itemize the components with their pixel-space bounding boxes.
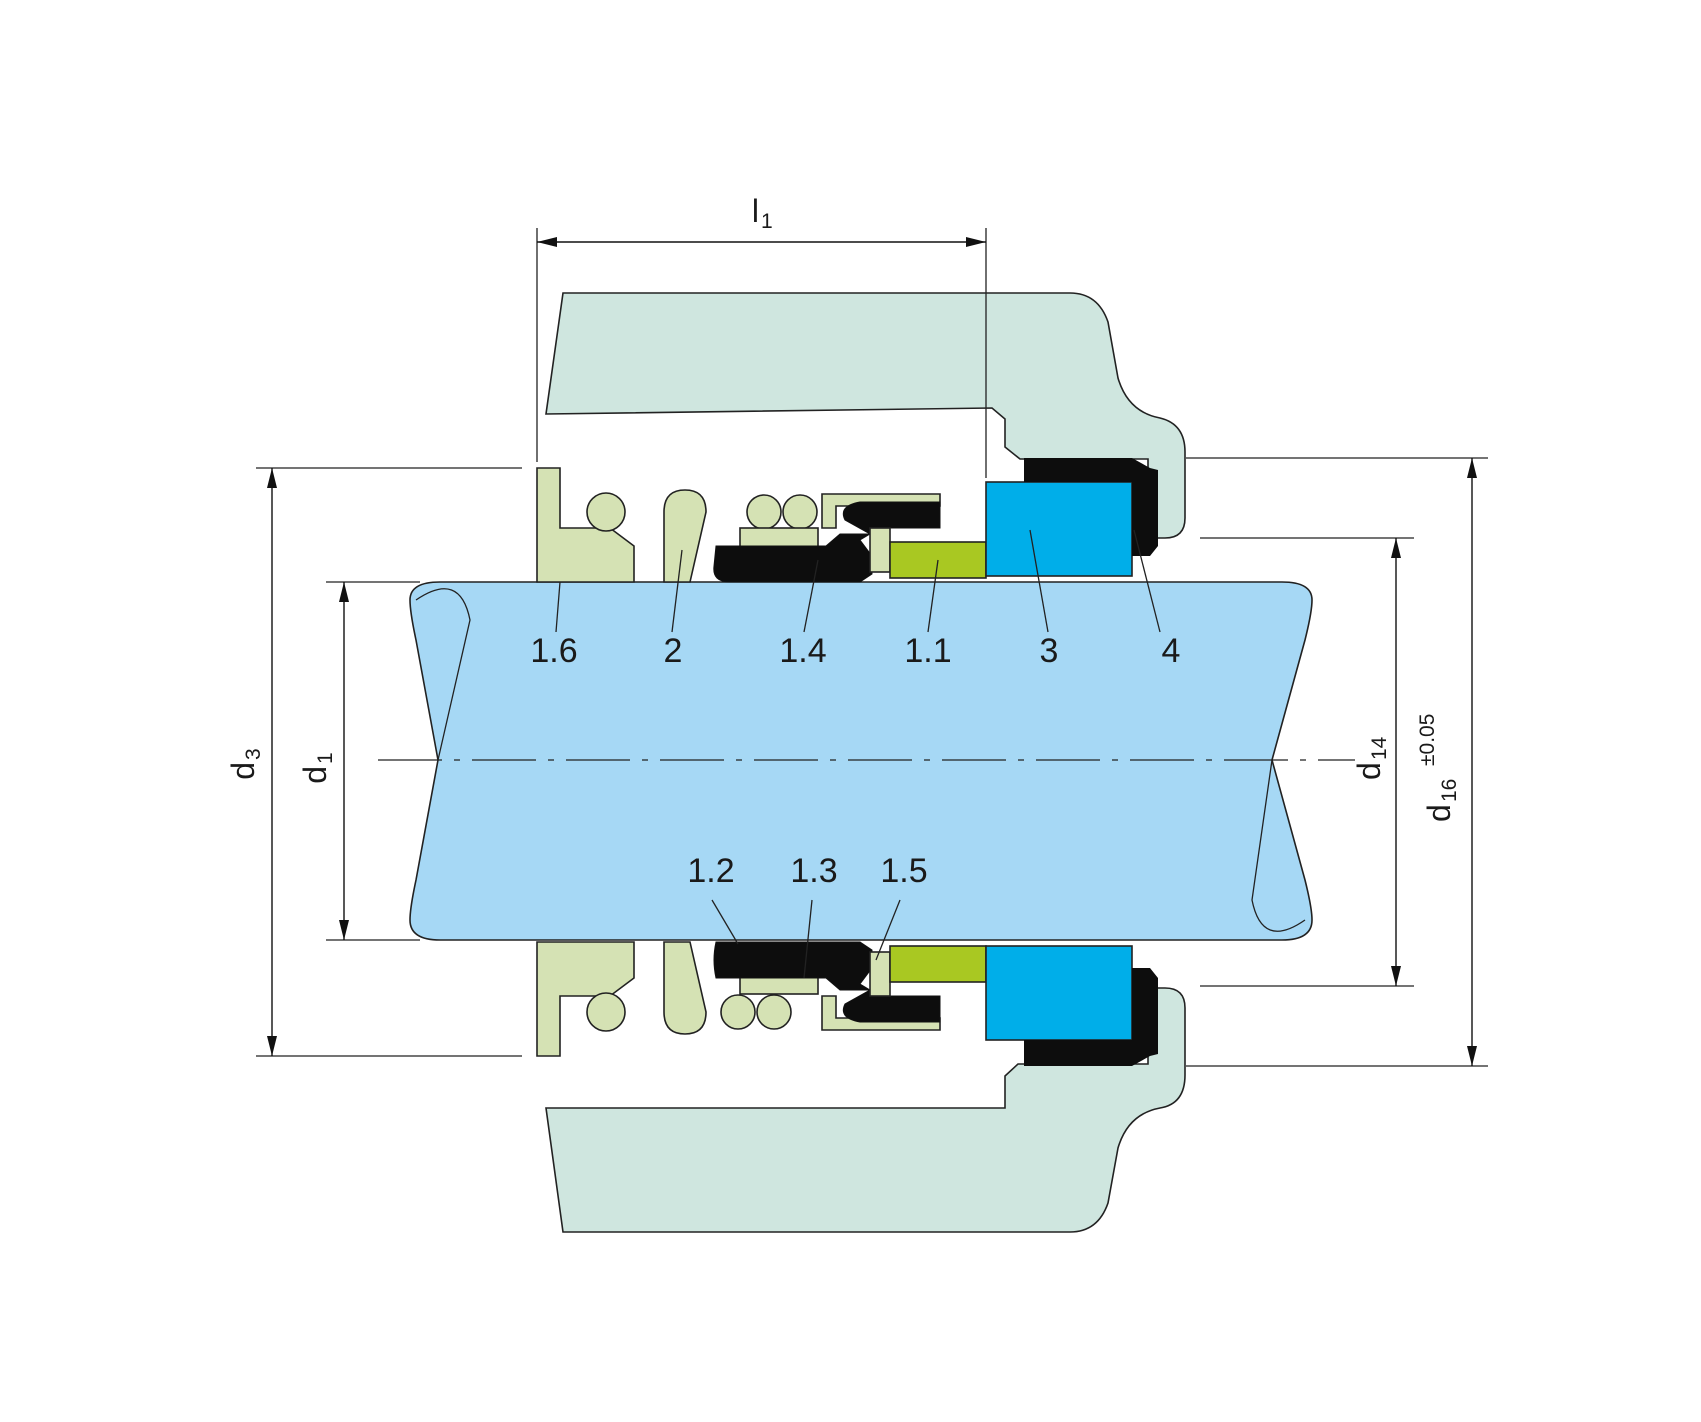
retaining-ring-top — [536, 467, 635, 583]
svg-text:l: l — [752, 193, 759, 229]
callout-1-6: 1.6 — [530, 632, 577, 670]
spring-top — [663, 489, 707, 583]
callout-4: 4 — [1162, 632, 1181, 670]
callout-2: 2 — [664, 632, 683, 670]
oring-bottom — [1024, 968, 1158, 1066]
callout-3: 3 — [1040, 632, 1059, 670]
svg-text:d: d — [1421, 804, 1457, 822]
retaining-ring-bottom — [536, 941, 635, 1057]
housing-top — [545, 292, 1186, 539]
svg-text:d: d — [297, 766, 333, 784]
svg-text:d: d — [225, 762, 261, 780]
spring-bottom — [663, 941, 707, 1035]
svg-text:1: 1 — [761, 210, 773, 233]
callout-1-3: 1.3 — [790, 852, 837, 890]
svg-text:16: 16 — [1438, 779, 1461, 802]
dimension-d14: d 14 — [1200, 537, 1414, 987]
svg-text:1: 1 — [314, 752, 337, 764]
bellows-bottom — [713, 941, 941, 1023]
dimension-d3: d 3 — [225, 467, 522, 1057]
d16-tolerance: ±0.05 — [1416, 714, 1439, 766]
svg-text:14: 14 — [1368, 736, 1391, 760]
seat-bottom — [985, 945, 1133, 1041]
bellows-top — [713, 501, 941, 583]
dimension-d1: d 1 — [297, 581, 420, 941]
svg-text:d: d — [1351, 762, 1387, 780]
seal-face-bottom — [889, 945, 987, 983]
callout-1-4: 1.4 — [779, 632, 826, 670]
callout-1-1: 1.1 — [904, 632, 951, 670]
dimension-d16: d 16 ±0.05 — [1186, 457, 1488, 1067]
seat-top — [985, 481, 1133, 577]
callout-1-2: 1.2 — [687, 852, 734, 890]
leader-lines — [555, 529, 1161, 979]
svg-text:3: 3 — [242, 748, 265, 760]
oring-top — [1024, 458, 1158, 556]
shaft — [409, 581, 1313, 941]
housing-bottom — [545, 987, 1186, 1233]
callout-1-5: 1.5 — [880, 852, 927, 890]
dimension-l1: l 1 — [536, 193, 987, 478]
